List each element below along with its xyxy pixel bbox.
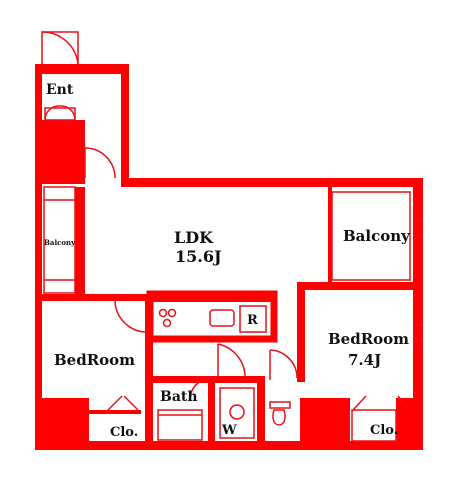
washroom-label: W — [221, 423, 237, 438]
ldk-label: LDK — [174, 228, 214, 247]
bedroom-left-label: BedRoom — [54, 351, 135, 369]
room-labels: Ent LDK 15.6J Balcony Balcony BedRoom Be… — [44, 82, 411, 440]
balcony-right-label: Balcony — [343, 227, 411, 245]
ldk-size: 15.6J — [175, 247, 222, 266]
interior-walls — [35, 187, 423, 450]
balcony-left-label: Balcony — [44, 238, 76, 247]
outer-walls — [35, 64, 423, 450]
closet-left-label: Clo. — [110, 425, 138, 440]
bedroom-right-size: 7.4J — [348, 351, 381, 369]
fixtures — [41, 31, 423, 442]
closet-right-label: Clo. — [370, 423, 398, 438]
refrigerator-label: R — [247, 313, 258, 328]
bedroom-right-label: BedRoom — [328, 330, 409, 348]
entrance-label: Ent — [46, 82, 74, 98]
bath-label: Bath — [160, 389, 198, 405]
entrance-door-swing — [41, 31, 79, 65]
